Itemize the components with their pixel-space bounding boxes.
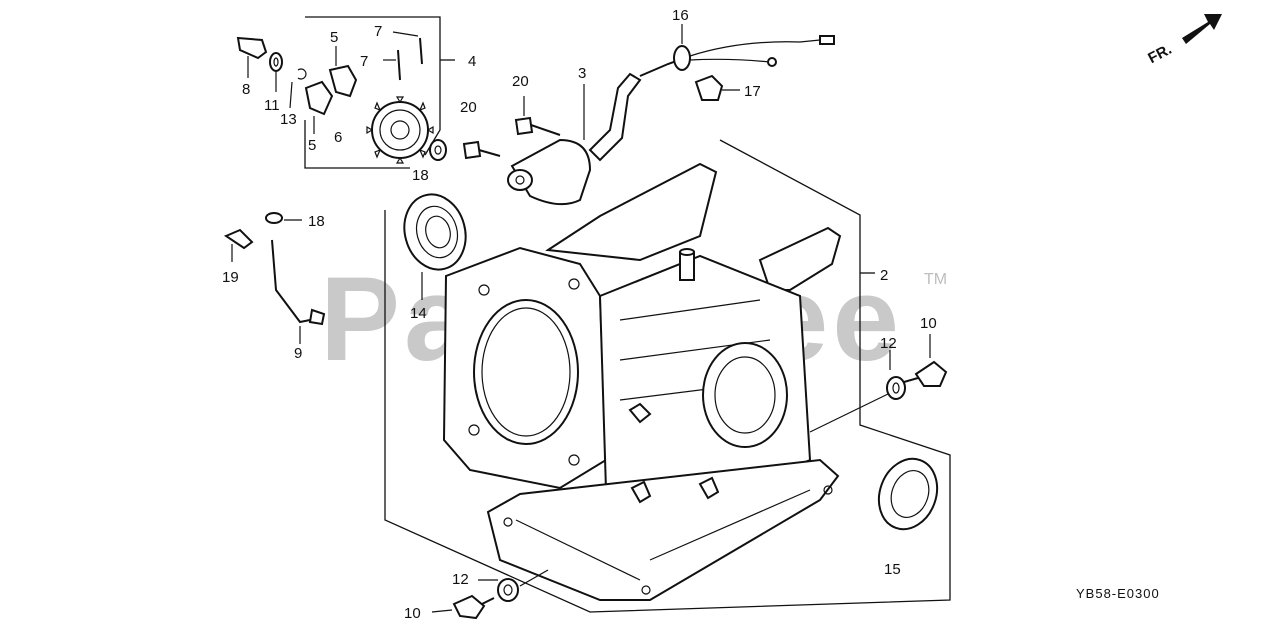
callout-18-upper: 18 bbox=[412, 167, 429, 184]
part-15-oil-seal bbox=[877, 457, 939, 531]
part-13-clip bbox=[289, 68, 307, 109]
part-18-washer-upper bbox=[429, 139, 447, 161]
callout-17: 17 bbox=[744, 83, 761, 100]
callout-10-bottom: 10 bbox=[404, 605, 421, 622]
part-20-bolt-upper bbox=[514, 96, 561, 136]
callout-12-right: 12 bbox=[880, 335, 897, 352]
leader-washer-right bbox=[809, 393, 889, 433]
part-9-rod bbox=[271, 239, 326, 344]
callout-3: 3 bbox=[578, 65, 586, 82]
callout-7-upper: 7 bbox=[374, 23, 382, 40]
callout-19: 19 bbox=[222, 269, 239, 286]
part-12-washer-bottom bbox=[478, 578, 519, 602]
callout-6: 6 bbox=[334, 129, 342, 146]
leader-washer-bottom bbox=[519, 569, 549, 587]
trademark-mark: TM bbox=[924, 271, 947, 288]
callout-13: 13 bbox=[280, 111, 297, 128]
part-16-wire bbox=[639, 24, 835, 77]
part-10-bolt-right bbox=[903, 334, 948, 387]
part-5-weight-lower bbox=[304, 80, 334, 134]
callout-4: 4 bbox=[468, 53, 476, 70]
part-20-bolt-lower bbox=[462, 140, 501, 160]
callout-8: 8 bbox=[242, 81, 250, 98]
callout-7-lower: 7 bbox=[360, 53, 368, 70]
part-3-breather bbox=[507, 72, 642, 206]
callout-18-lower: 18 bbox=[308, 213, 325, 230]
callout-2: 2 bbox=[880, 267, 888, 284]
drawing-code: YB58-E0300 bbox=[1076, 586, 1160, 601]
part-18-washer-lower bbox=[265, 212, 302, 224]
callout-12-bottom: 12 bbox=[452, 571, 469, 588]
callout-5-lower: 5 bbox=[308, 137, 316, 154]
crankcase-boundary bbox=[384, 139, 951, 613]
part-10-bolt-bottom bbox=[431, 594, 495, 620]
front-label: FR. bbox=[1145, 41, 1174, 67]
part-8-plug bbox=[236, 36, 268, 78]
callout-20-upper: 20 bbox=[512, 73, 529, 90]
part-11-washer bbox=[269, 52, 283, 92]
front-arrow-icon bbox=[1182, 14, 1222, 44]
part-2-crankcase bbox=[442, 162, 842, 601]
part-14-bearing bbox=[403, 193, 467, 300]
callout-15: 15 bbox=[884, 561, 901, 578]
part-7-pins bbox=[383, 31, 423, 81]
callout-16: 16 bbox=[672, 7, 689, 24]
part-6-governor-gear bbox=[366, 96, 434, 164]
callout-10-right: 10 bbox=[920, 315, 937, 332]
callout-20-lower: 20 bbox=[460, 99, 477, 116]
part-17-grommet bbox=[694, 74, 740, 101]
callout-5-upper: 5 bbox=[330, 29, 338, 46]
part-5-weight-upper bbox=[328, 46, 358, 98]
callout-14: 14 bbox=[410, 305, 427, 322]
callout-9: 9 bbox=[294, 345, 302, 362]
part-12-washer-right bbox=[886, 350, 906, 400]
part-19-clip bbox=[223, 228, 254, 262]
callout-11: 11 bbox=[264, 97, 280, 114]
